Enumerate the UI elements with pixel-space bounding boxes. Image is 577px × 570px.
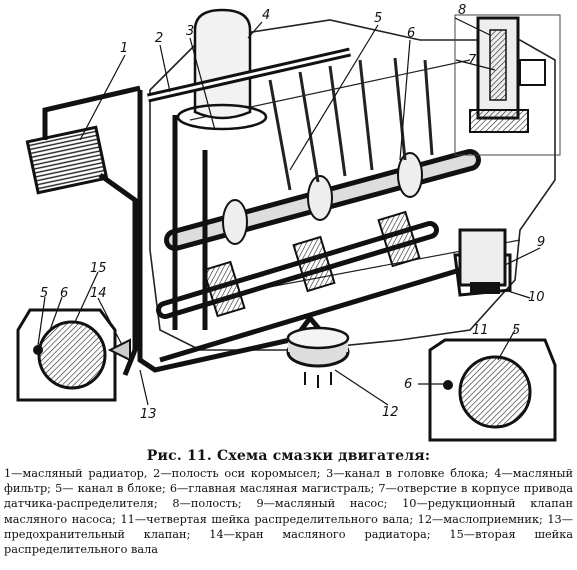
- callout-5-inset-right: 5: [512, 323, 520, 338]
- callout-12: 12: [382, 405, 399, 420]
- callout-10: 10: [528, 290, 545, 305]
- camshaft: [164, 149, 481, 251]
- oil-intake: [286, 326, 350, 388]
- crankshaft: [156, 210, 439, 319]
- callout-7: 7: [468, 53, 477, 68]
- inset-journal-15: [16, 308, 131, 402]
- callout-15: 15: [90, 261, 107, 276]
- callout-6-inset: 6: [60, 286, 68, 301]
- push-rods: [268, 57, 434, 191]
- inset-distributor-drive: [454, 14, 561, 156]
- leader-lines: [37, 17, 541, 406]
- callout-3: 3: [186, 24, 194, 39]
- figure-title: Рис. 11. Схема смазки двигателя:: [146, 448, 431, 464]
- callout-labels: 1 2 3 4 5 6 7 8 9 10 11 12 13 14 15 5 6 …: [40, 3, 545, 422]
- callout-8: 8: [458, 3, 466, 18]
- callout-11: 11: [472, 323, 489, 338]
- figure-legend: 1—масляный радиатор, 2—полость оси кором…: [4, 467, 573, 557]
- rocker-shaft: [147, 47, 351, 103]
- callout-9: 9: [537, 235, 545, 250]
- engine-lubrication-diagram: 1 2 3 4 5 6 7 8 9 10 11 12 13 14 15 5 6 …: [16, 3, 561, 442]
- callout-5-inset: 5: [40, 286, 48, 301]
- diagram-canvas: 1 2 3 4 5 6 7 8 9 10 11 12 13 14 15 5 6 …: [16, 3, 561, 442]
- inset-journal-11: [428, 338, 557, 442]
- callout-13: 13: [140, 407, 157, 422]
- oil-filter: [176, 8, 268, 131]
- callout-2: 2: [155, 31, 163, 46]
- callout-5: 5: [374, 11, 382, 26]
- figure-caption: Рис. 11. Схема смазки двигателя: 1—масля…: [4, 448, 573, 557]
- callout-6-inset-right: 6: [404, 377, 412, 392]
- callout-1: 1: [120, 41, 128, 56]
- oil-pump: [458, 228, 507, 294]
- callout-6: 6: [407, 26, 415, 41]
- callout-14: 14: [90, 286, 107, 301]
- callout-4: 4: [262, 8, 270, 23]
- oil-radiator: [25, 125, 109, 195]
